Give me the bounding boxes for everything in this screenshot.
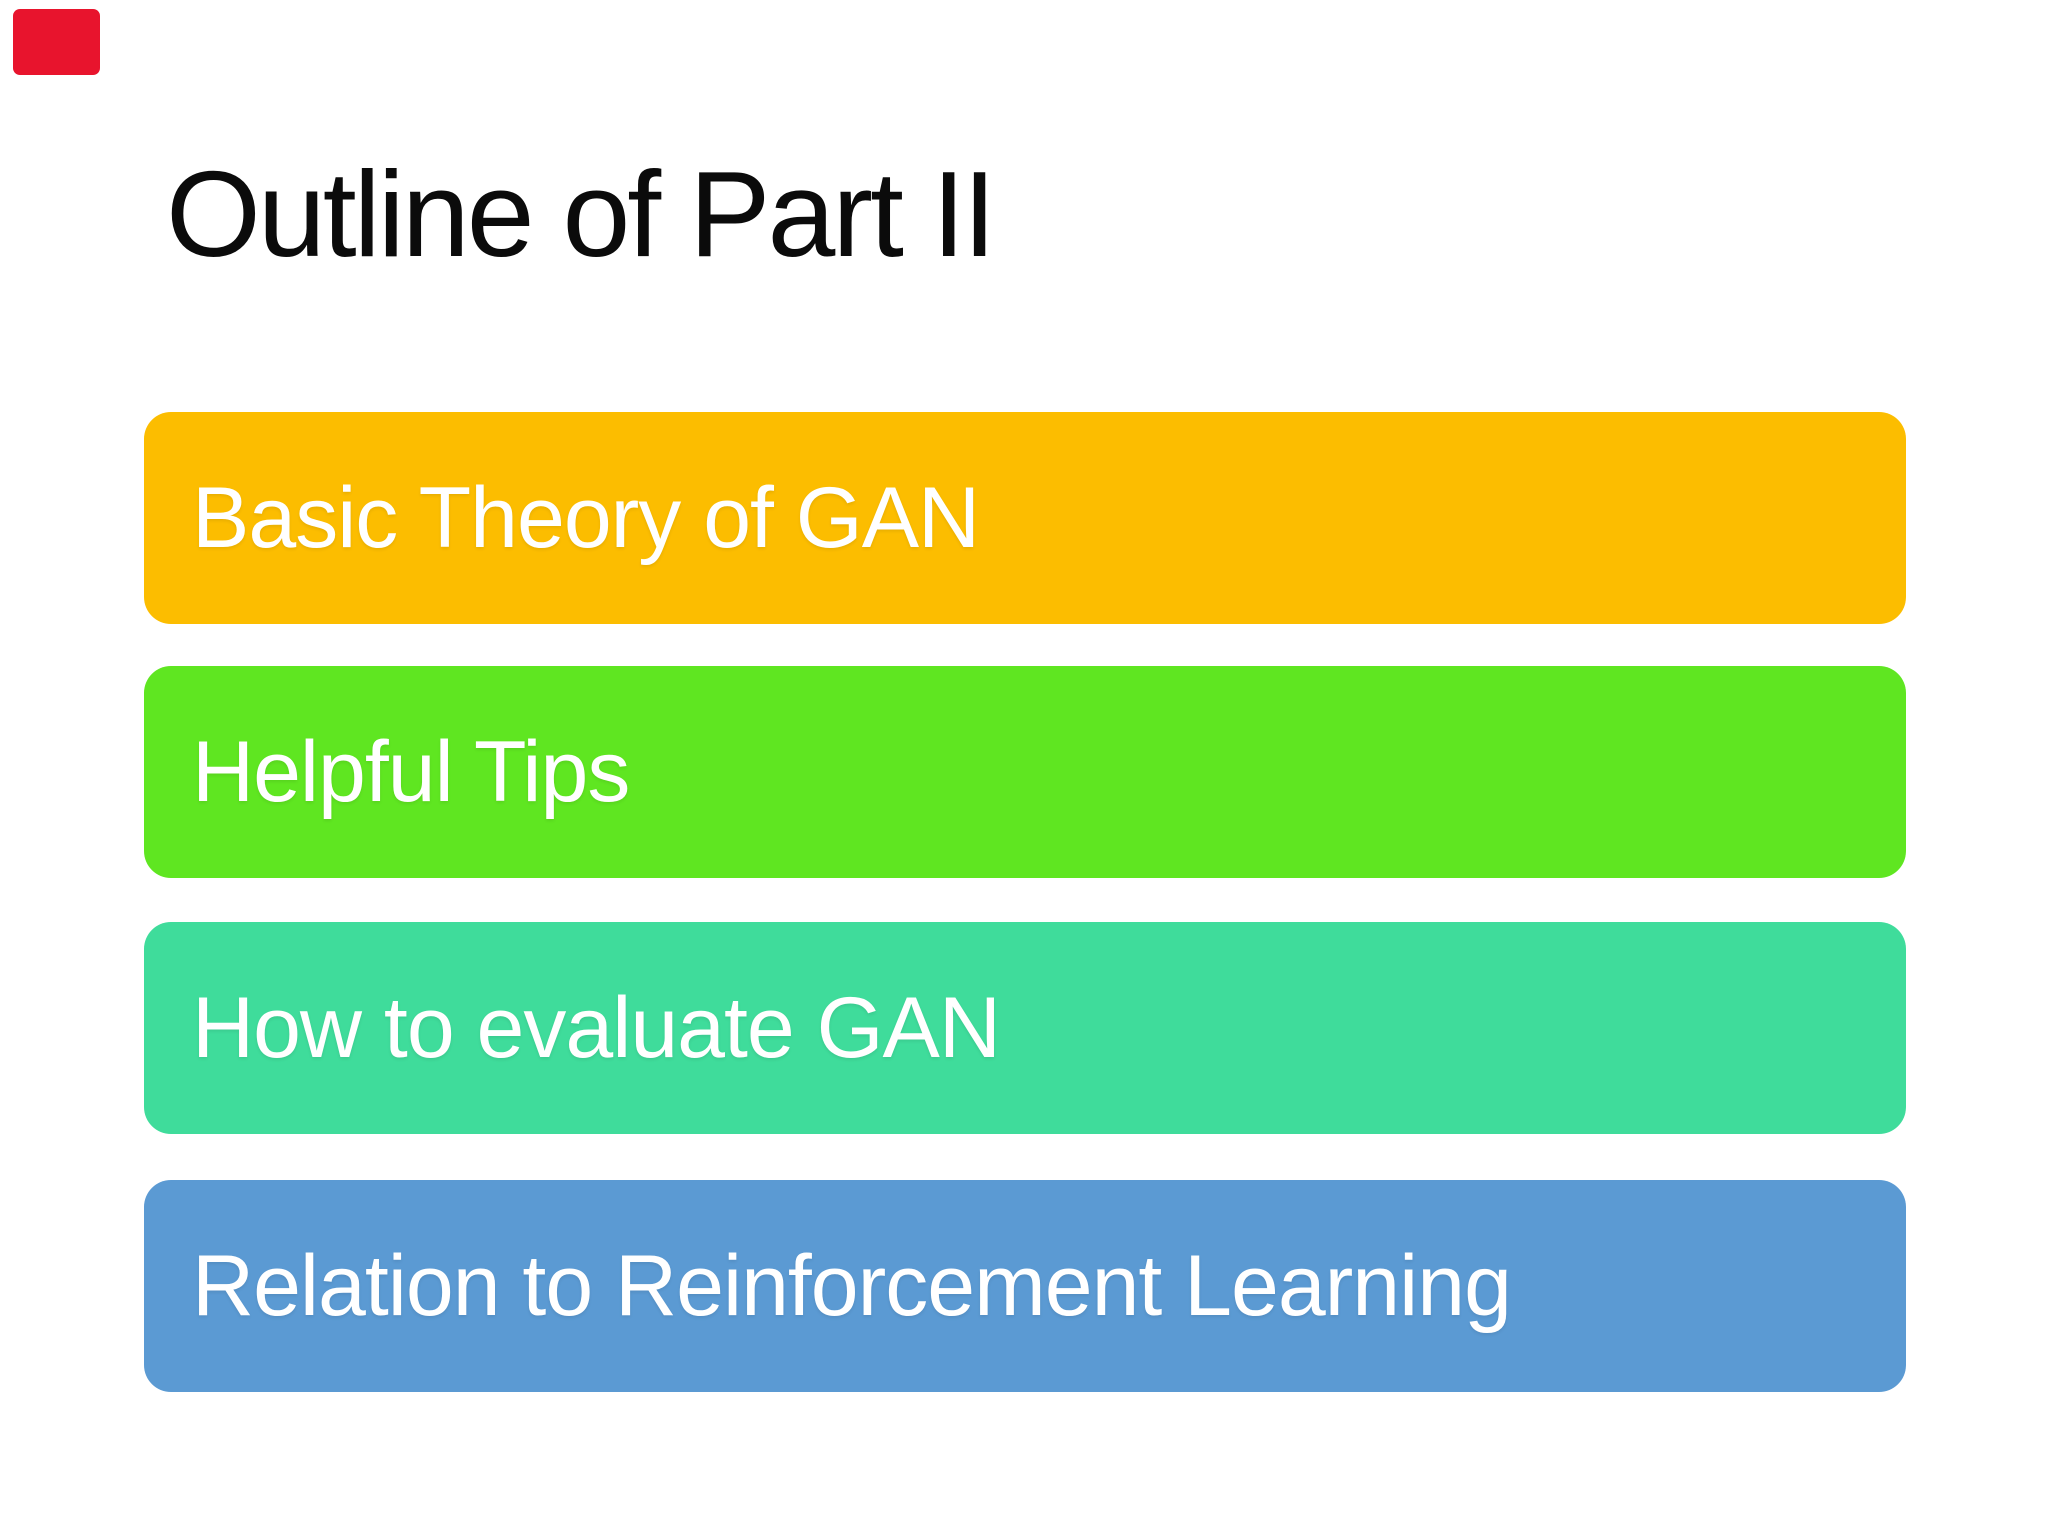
outline-item-helpful-tips: Helpful Tips bbox=[144, 666, 1906, 878]
outline-item-evaluate-gan: How to evaluate GAN bbox=[144, 922, 1906, 1134]
outline-item-label: Basic Theory of GAN bbox=[192, 470, 980, 566]
slide-title: Outline of Part II bbox=[166, 146, 997, 282]
outline-item-label: Helpful Tips bbox=[192, 724, 630, 820]
outline-item-reinforcement-learning: Relation to Reinforcement Learning bbox=[144, 1180, 1906, 1392]
outline-item-basic-theory: Basic Theory of GAN bbox=[144, 412, 1906, 624]
outline-item-label: Relation to Reinforcement Learning bbox=[192, 1238, 1512, 1334]
red-rectangle-marker-icon bbox=[13, 9, 100, 75]
outline-item-label: How to evaluate GAN bbox=[192, 980, 1001, 1076]
